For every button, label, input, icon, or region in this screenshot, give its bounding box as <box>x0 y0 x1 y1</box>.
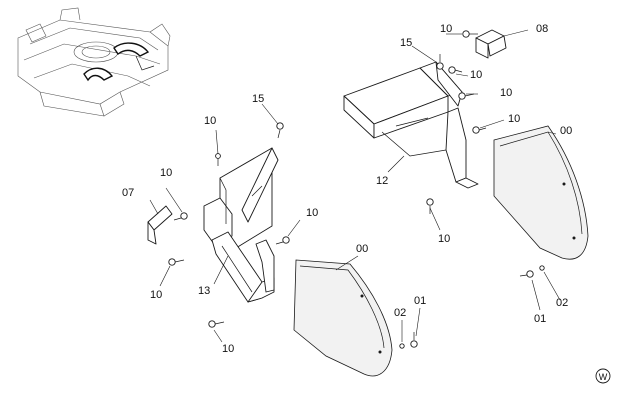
callout-10: 10 <box>222 343 234 355</box>
bolt-icon <box>168 30 545 349</box>
callout-00: 00 <box>560 125 572 137</box>
callout-00: 00 <box>356 243 368 255</box>
cover-00-left <box>293 259 393 377</box>
callout-08: 08 <box>536 23 548 35</box>
bracket-left-tower <box>203 147 279 249</box>
callout-15: 15 <box>252 93 264 105</box>
cover-00-right <box>493 125 589 260</box>
plate-07 <box>147 205 173 245</box>
callout-12: 12 <box>376 175 388 187</box>
machine-overview-thumbnail <box>17 7 171 117</box>
bracket-13 <box>211 231 275 303</box>
callout-01: 01 <box>534 313 546 325</box>
callout-15: 15 <box>400 37 412 49</box>
callout-02: 02 <box>556 297 568 309</box>
callout-10: 10 <box>508 113 520 125</box>
callout-10: 10 <box>500 87 512 99</box>
callout-13: 13 <box>198 285 210 297</box>
bracket-12 <box>343 61 479 189</box>
callout-10: 10 <box>306 207 318 219</box>
callout-02: 02 <box>394 307 406 319</box>
w-badge: W <box>595 368 611 384</box>
callout-10: 10 <box>150 289 162 301</box>
plate-08 <box>475 29 507 59</box>
w-badge-label: W <box>599 372 608 382</box>
callout-10: 10 <box>440 23 452 35</box>
leader-lines <box>149 29 561 343</box>
callout-10: 10 <box>204 115 216 127</box>
callout-07: 07 <box>122 187 134 199</box>
callout-10: 10 <box>470 69 482 81</box>
callout-10: 10 <box>160 167 172 179</box>
callout-10: 10 <box>438 233 450 245</box>
callout-01: 01 <box>414 295 426 307</box>
